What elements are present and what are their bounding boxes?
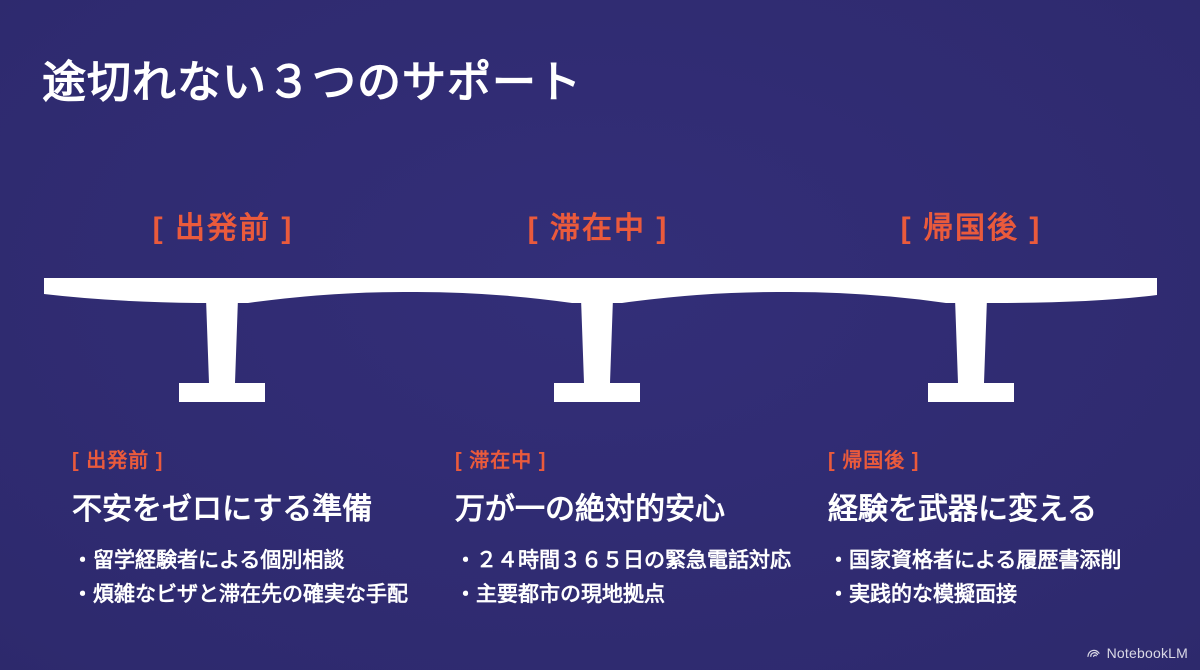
page-title: 途切れない３つのサポート bbox=[42, 58, 582, 107]
phase-heading: 不安をゼロにする準備 bbox=[72, 493, 373, 526]
timeline-label-before-departure: [ 出発前 ] bbox=[152, 212, 294, 245]
phase-bullet: ・煩雑なビザと滞在先の確実な手配 bbox=[72, 583, 408, 606]
phase-bullet: ・主要都市の現地拠点 bbox=[455, 583, 665, 606]
phase-heading: 万が一の絶対的安心 bbox=[455, 493, 725, 526]
bridge-diagram bbox=[44, 278, 1157, 402]
timeline-label-during-stay: [ 滞在中 ] bbox=[527, 212, 669, 245]
phase-heading: 経験を武器に変える bbox=[828, 493, 1098, 526]
bridge-pillar-1 bbox=[179, 298, 265, 402]
phase-bullet: ・国家資格者による履歴書添削 bbox=[828, 549, 1122, 572]
notebooklm-watermark: NotebookLM bbox=[1086, 645, 1188, 661]
bridge-pillar-3 bbox=[928, 298, 1014, 402]
timeline-label-after-return: [ 帰国後 ] bbox=[900, 212, 1042, 245]
notebooklm-swirl-icon bbox=[1086, 649, 1100, 657]
phase-bullet: ・留学経験者による個別相談 bbox=[72, 549, 345, 572]
phase-bullet: ・実践的な模擬面接 bbox=[828, 583, 1017, 606]
phase-tag: [ 滞在中 ] bbox=[455, 450, 547, 472]
bridge-pillar-2 bbox=[554, 298, 640, 402]
phase-card-after-return: [ 帰国後 ] 経験を武器に変える ・国家資格者による履歴書添削 ・実践的な模擬… bbox=[828, 444, 1198, 612]
bridge-deck bbox=[44, 278, 1157, 303]
phase-card-during-stay: [ 滞在中 ] 万が一の絶対的安心 ・２４時間３６５日の緊急電話対応 ・主要都市… bbox=[455, 444, 825, 612]
phase-card-before-departure: [ 出発前 ] 不安をゼロにする準備 ・留学経験者による個別相談 ・煩雑なビザと… bbox=[72, 444, 442, 612]
phase-bullet: ・２４時間３６５日の緊急電話対応 bbox=[455, 549, 791, 572]
phase-tag: [ 出発前 ] bbox=[72, 450, 164, 472]
phase-tag: [ 帰国後 ] bbox=[828, 450, 920, 472]
watermark-label: NotebookLM bbox=[1106, 645, 1188, 661]
